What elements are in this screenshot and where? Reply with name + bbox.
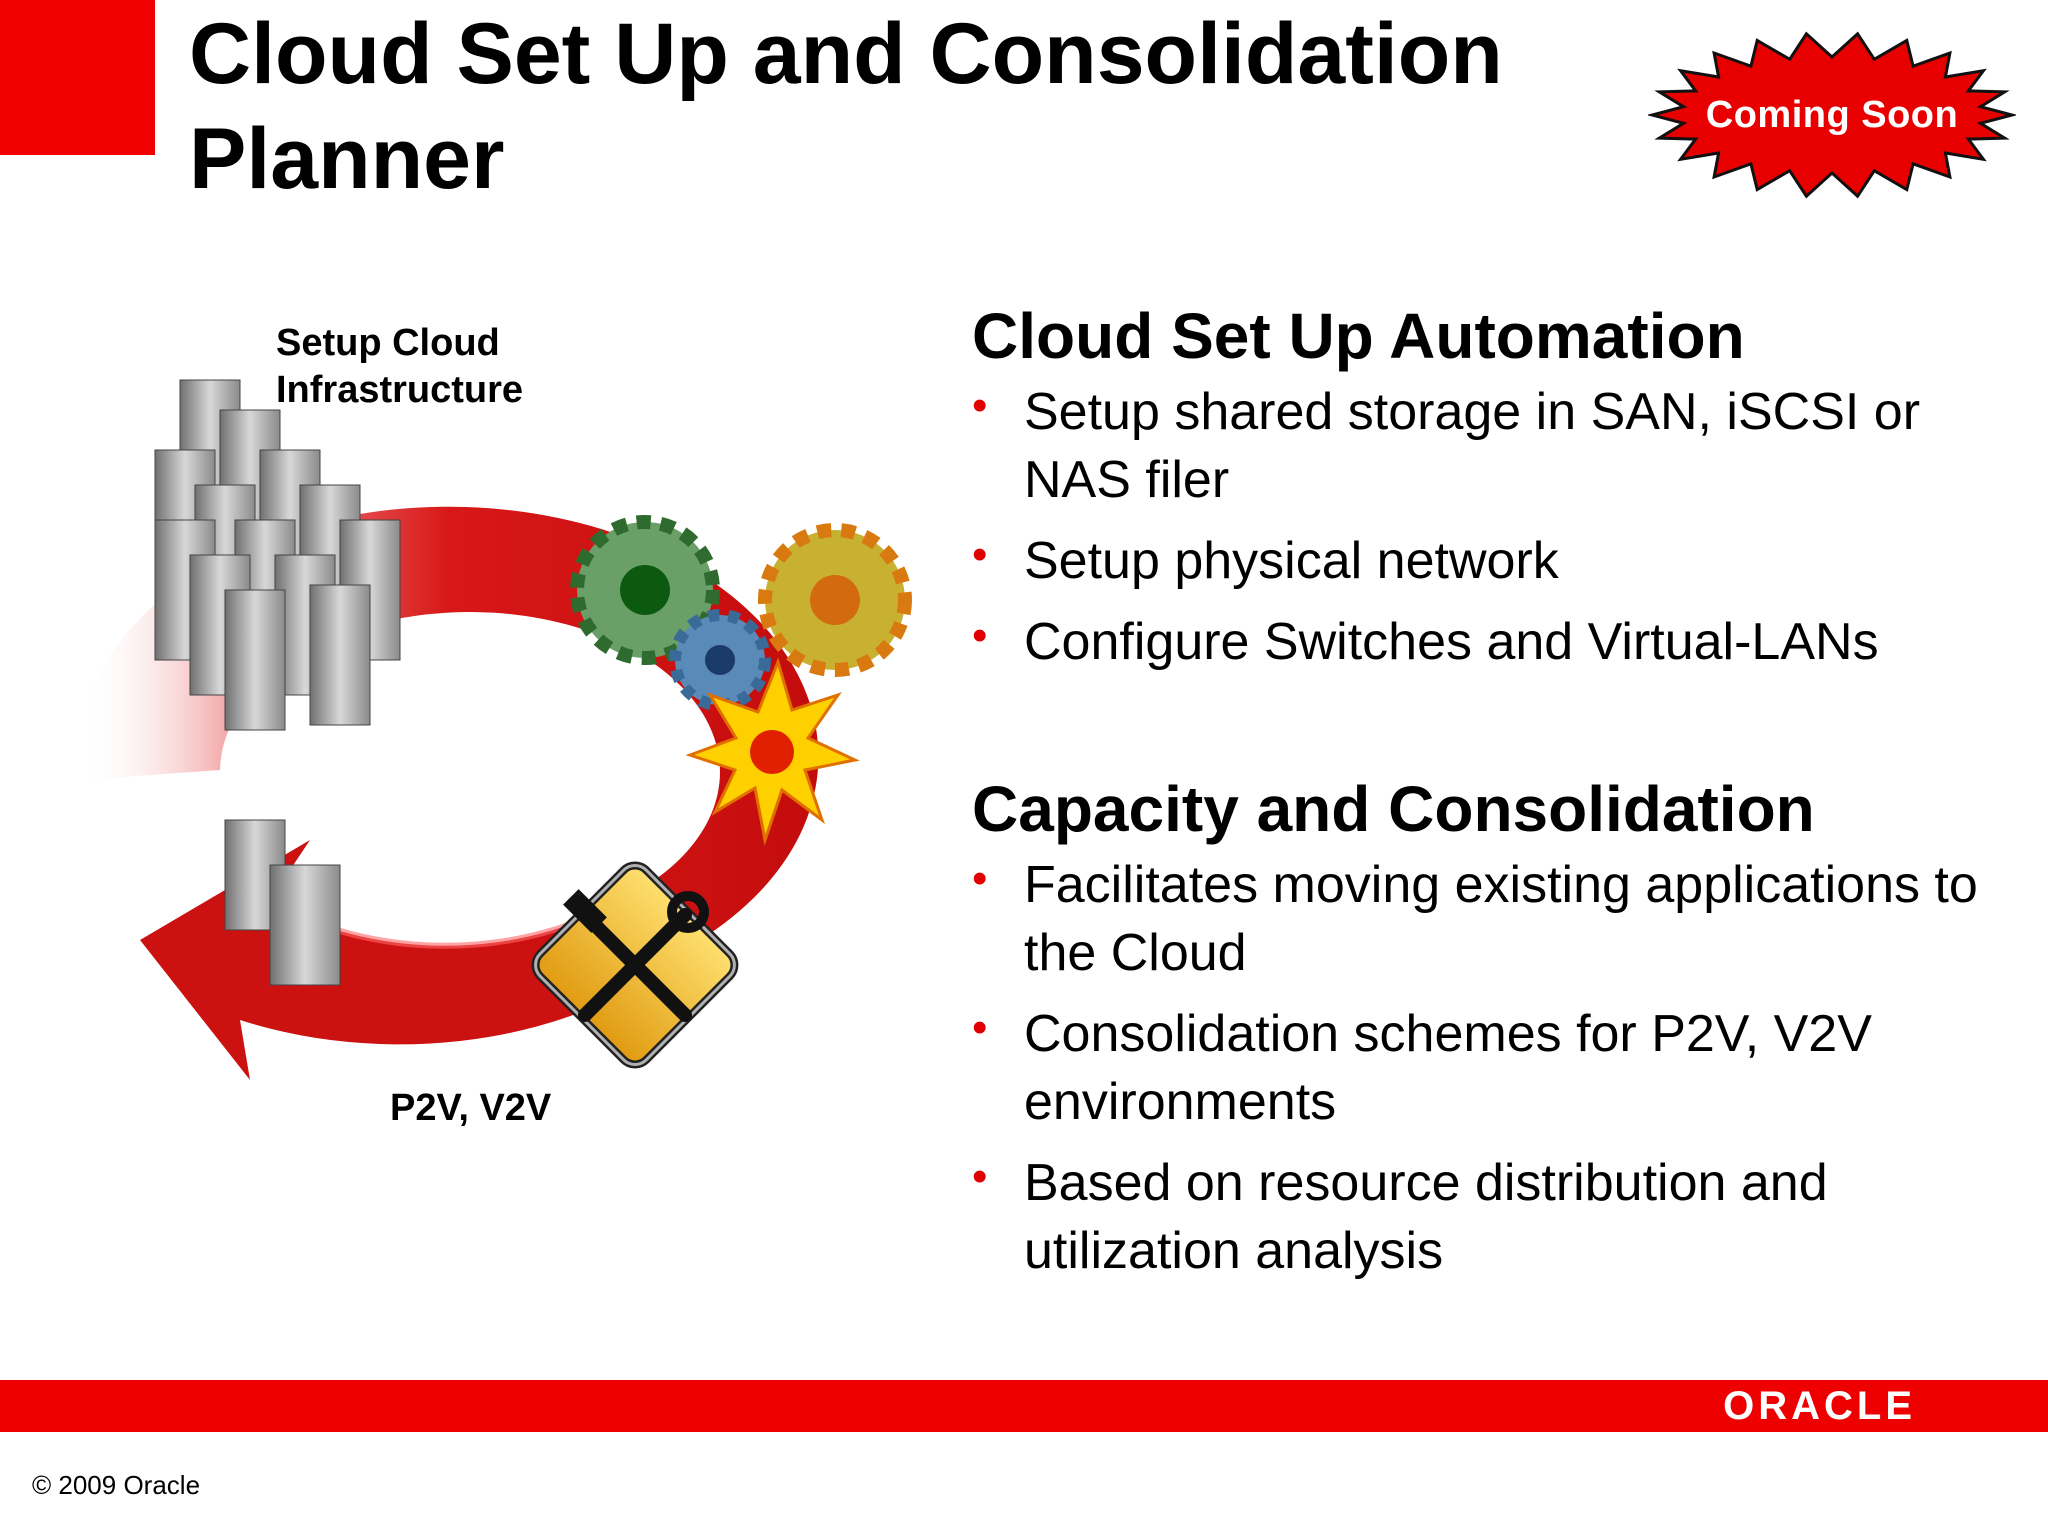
badge-text: Coming Soon	[1705, 93, 1959, 136]
bullet-item: Configure Switches and Virtual-LANs	[972, 602, 2022, 676]
bullet-item: Consolidation schemes for P2V, V2V envir…	[972, 994, 2022, 1136]
starburst-icon	[1648, 31, 2016, 199]
section-spacer	[972, 689, 2022, 769]
section-heading-capacity: Capacity and Consolidation	[972, 773, 1815, 845]
bullet-item: Setup shared storage in SAN, iSCSI or NA…	[972, 372, 2022, 514]
bullet-item: Based on resource distribution and utili…	[972, 1143, 2022, 1285]
bullet-item: Setup physical network	[972, 521, 2022, 595]
automation-bullets: Setup shared storage in SAN, iSCSI or NA…	[972, 372, 2022, 676]
server-stack-icon	[154, 379, 401, 731]
setup-cloud-label: Setup Cloud Infrastructure	[276, 322, 524, 411]
corner-accent-square	[0, 0, 155, 155]
burst-icon	[685, 657, 860, 846]
copyright-text: © 2009 Oracle	[32, 1470, 201, 1500]
section-heading-automation: Cloud Set Up Automation	[972, 300, 1745, 372]
content-panel: Cloud Set Up Automation Setup shared sto…	[972, 296, 2022, 1298]
coming-soon-badge: Coming Soon	[1648, 30, 2016, 200]
slide-title: Cloud Set Up and Consolidation Planner	[189, 6, 1503, 207]
footer-bar: ORACLE	[0, 1380, 2048, 1432]
server-pair-icon	[224, 819, 341, 986]
bullet-item: Facilitates moving existing applications…	[972, 845, 2022, 987]
p2v-label: P2V, V2V	[390, 1087, 552, 1129]
tools-sign-icon	[531, 861, 739, 1069]
cloud-cycle-illustration	[60, 300, 940, 1160]
oracle-logo: ORACLE	[1723, 1384, 1916, 1428]
capacity-bullets: Facilitates moving existing applications…	[972, 845, 2022, 1285]
